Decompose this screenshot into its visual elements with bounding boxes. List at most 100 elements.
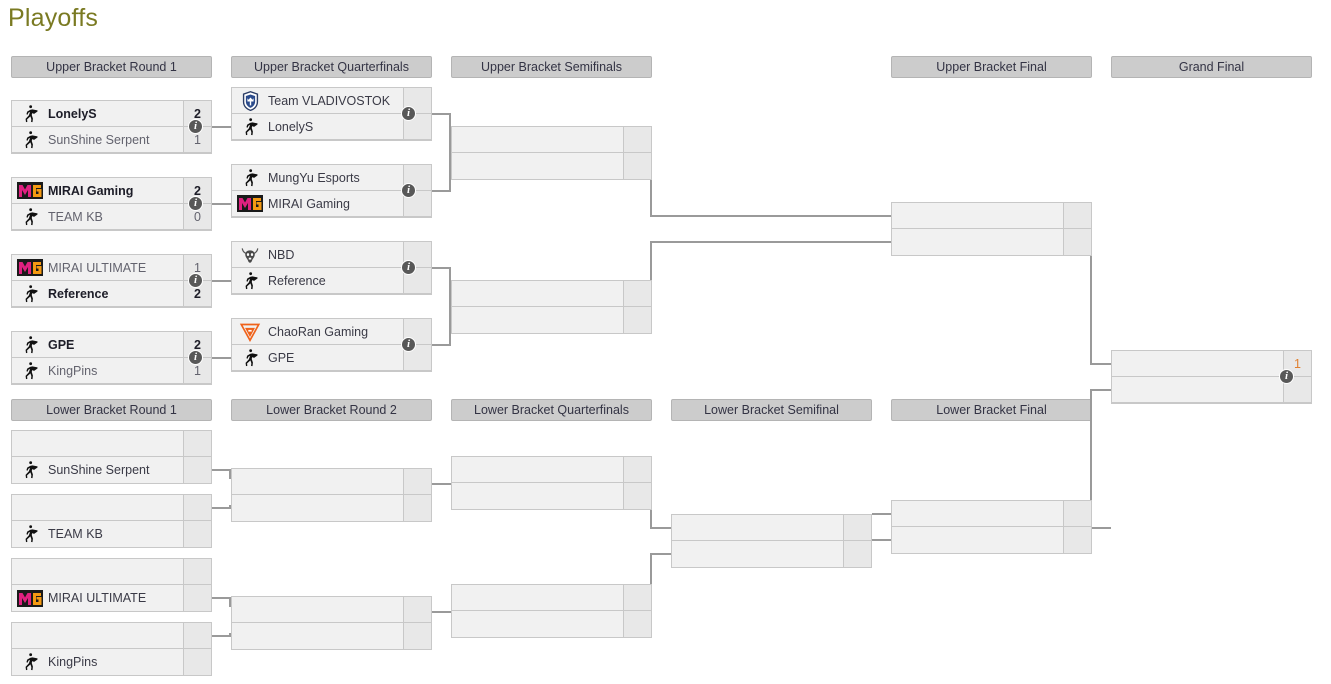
connector	[449, 293, 451, 346]
team-logo-placeholder	[455, 282, 485, 306]
info-icon[interactable]: i	[188, 119, 203, 134]
match-row-bottom[interactable]	[232, 623, 431, 649]
match-row-top[interactable]	[12, 623, 211, 649]
match-row-bottom[interactable]	[452, 611, 651, 637]
match-row-bottom[interactable]: TEAM KB	[12, 521, 211, 547]
team-name: Team VLADIVOSTOK	[268, 93, 391, 108]
cs-player-icon	[15, 359, 45, 383]
info-icon[interactable]: i	[188, 196, 203, 211]
match-row-top[interactable]	[672, 515, 871, 541]
match-ubqf-m4[interactable]: ChaoRan Gaming GPE i	[231, 318, 432, 372]
round-header-upper-bracket-quarterfinals: Upper Bracket Quarterfinals	[231, 56, 432, 78]
info-icon[interactable]: i	[401, 183, 416, 198]
match-row-bottom[interactable]	[1112, 377, 1311, 403]
match-row-top[interactable]	[12, 495, 211, 521]
match-lbr2-m1[interactable]	[231, 468, 432, 522]
team-logo-placeholder	[15, 496, 45, 520]
cs-player-icon	[15, 205, 45, 229]
nbd-icon	[235, 243, 265, 267]
match-row-top[interactable]: MIRAI Gaming 2	[12, 178, 211, 204]
connector	[229, 505, 231, 507]
match-lbr1-m2[interactable]: TEAM KB	[11, 494, 212, 548]
match-ubr1-m1[interactable]: LonelyS 2 SunShine Serpent 1 i	[11, 100, 212, 154]
team-score	[843, 541, 871, 567]
team-score	[623, 585, 651, 610]
match-row-top[interactable]: GPE 2	[12, 332, 211, 358]
match-row-top[interactable]	[12, 559, 211, 585]
match-row-bottom[interactable]: Reference	[232, 268, 431, 294]
connector	[212, 280, 231, 282]
match-row-bottom[interactable]: GPE	[232, 345, 431, 371]
match-row-top[interactable]: Team VLADIVOSTOK	[232, 88, 431, 114]
match-lbr1-m4[interactable]: KingPins	[11, 622, 212, 676]
match-lbf-m1[interactable]	[891, 500, 1092, 554]
cs-player-icon	[235, 115, 265, 139]
info-icon[interactable]: i	[188, 350, 203, 365]
match-ubqf-m2[interactable]: MungYu Esports MIRAI Gaming i	[231, 164, 432, 218]
match-row-bottom[interactable]: MIRAI Gaming	[232, 191, 431, 217]
match-row-bottom[interactable]: SunShine Serpent 1	[12, 127, 211, 153]
match-row-top[interactable]	[452, 127, 651, 153]
match-row-top[interactable]	[452, 457, 651, 483]
match-row-top[interactable]: MIRAI ULTIMATE 1	[12, 255, 211, 281]
connector	[212, 203, 231, 205]
info-icon[interactable]: i	[1279, 369, 1294, 384]
match-ubsf-m2[interactable]	[451, 280, 652, 334]
team-logo-placeholder	[1115, 378, 1145, 402]
match-row-top[interactable]: NBD	[232, 242, 431, 268]
team-logo-placeholder	[675, 516, 705, 540]
match-lbqf-m2[interactable]	[451, 584, 652, 638]
info-icon[interactable]: i	[188, 273, 203, 288]
team-score	[183, 585, 211, 611]
team-name: MungYu Esports	[268, 170, 360, 185]
match-ubr1-m3[interactable]: MIRAI ULTIMATE 1 Reference 2 i	[11, 254, 212, 308]
match-row-bottom[interactable]: Reference 2	[12, 281, 211, 307]
info-icon[interactable]: i	[401, 337, 416, 352]
match-ubqf-m1[interactable]: Team VLADIVOSTOK LonelyS i	[231, 87, 432, 141]
match-lbr1-m1[interactable]: SunShine Serpent	[11, 430, 212, 484]
info-icon[interactable]: i	[401, 260, 416, 275]
match-grand-final[interactable]: 1 i	[1111, 350, 1312, 404]
team-logo-placeholder	[15, 624, 45, 648]
info-icon[interactable]: i	[401, 106, 416, 121]
match-row-top[interactable]	[892, 501, 1091, 527]
match-row-bottom[interactable]	[452, 483, 651, 509]
connector	[449, 139, 451, 192]
match-row-top[interactable]	[232, 469, 431, 495]
match-row-bottom[interactable]	[452, 307, 651, 333]
team-logo-placeholder	[15, 432, 45, 456]
match-row-bottom[interactable]	[892, 527, 1091, 553]
match-ubqf-m3[interactable]: NBD Reference i	[231, 241, 432, 295]
match-row-top[interactable]	[892, 203, 1091, 229]
match-row-top[interactable]	[12, 431, 211, 457]
match-ubsf-m1[interactable]	[451, 126, 652, 180]
connector	[449, 113, 451, 141]
team-score	[623, 307, 651, 333]
match-row-bottom[interactable]: TEAM KB 0	[12, 204, 211, 230]
match-ubr1-m2[interactable]: MIRAI Gaming 2 TEAM KB 0 i	[11, 177, 212, 231]
match-ubr1-m4[interactable]: GPE 2 KingPins 1 i	[11, 331, 212, 385]
match-row-bottom[interactable]: SunShine Serpent	[12, 457, 211, 483]
cs-player-icon	[15, 458, 45, 482]
team-name: TEAM KB	[48, 527, 103, 541]
match-lbr1-m3[interactable]: MIRAI ULTIMATE	[11, 558, 212, 612]
team-name: ChaoRan Gaming	[268, 324, 369, 339]
match-lbqf-m1[interactable]	[451, 456, 652, 510]
match-row-top[interactable]: MungYu Esports	[232, 165, 431, 191]
match-row-bottom[interactable]: MIRAI ULTIMATE	[12, 585, 211, 611]
match-row-bottom[interactable]: KingPins	[12, 649, 211, 675]
match-row-bottom[interactable]: KingPins 1	[12, 358, 211, 384]
match-row-top[interactable]	[452, 281, 651, 307]
match-row-bottom[interactable]	[452, 153, 651, 179]
match-row-bottom[interactable]: LonelyS	[232, 114, 431, 140]
match-row-top[interactable]: 1	[1112, 351, 1311, 377]
match-lbsf-m1[interactable]	[671, 514, 872, 568]
match-ubf-m1[interactable]	[891, 202, 1092, 256]
match-row-top[interactable]: LonelyS 2	[12, 101, 211, 127]
match-lbr2-m2[interactable]	[231, 596, 432, 650]
match-row-top[interactable]	[232, 597, 431, 623]
match-row-top[interactable]	[452, 585, 651, 611]
match-row-bottom[interactable]	[232, 495, 431, 521]
match-row-bottom[interactable]	[892, 229, 1091, 255]
match-row-bottom[interactable]	[672, 541, 871, 567]
